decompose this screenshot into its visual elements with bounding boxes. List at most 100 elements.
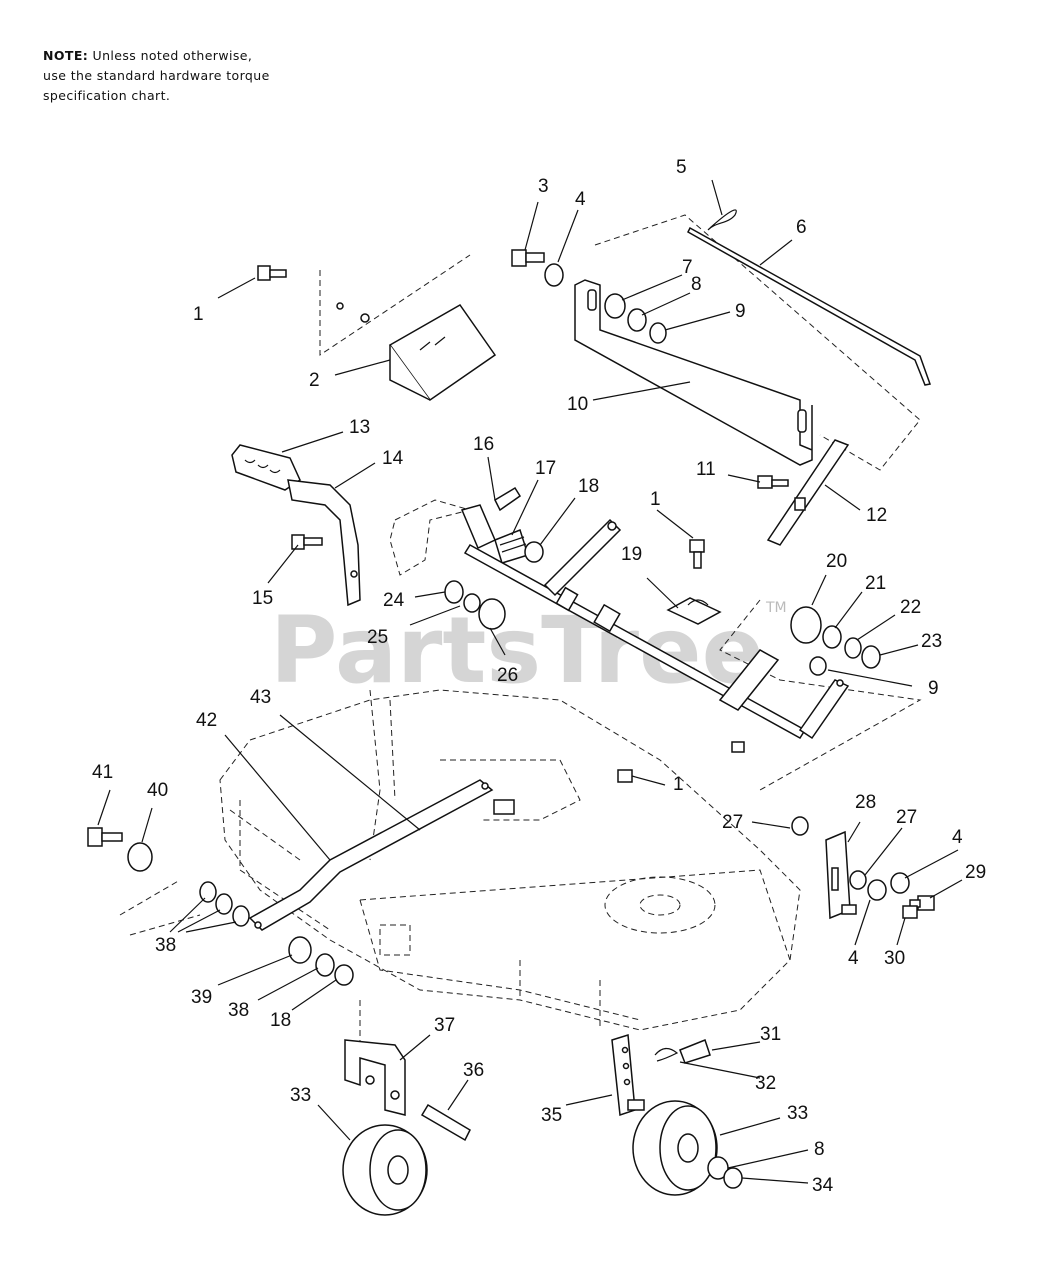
callout-4: 4 (575, 189, 586, 210)
callout-5: 5 (676, 157, 687, 178)
spacer-27-b (849, 870, 867, 890)
callout-1-low: 1 (673, 774, 684, 795)
callout-3: 3 (538, 176, 549, 197)
callout-25: 25 (367, 627, 388, 648)
callout-24: 24 (383, 590, 405, 611)
callout-13: 13 (349, 417, 370, 438)
callout-38-low: 38 (228, 1000, 249, 1021)
spacer-39 (288, 936, 312, 964)
washer-4-top (544, 263, 564, 287)
hairpin-32 (654, 1047, 679, 1062)
nut-9-low (809, 656, 827, 676)
leader-lines (97, 179, 963, 1184)
bolt-29 (909, 895, 935, 911)
gauge-wheel-left (342, 1124, 428, 1216)
washer-38-c (232, 905, 250, 927)
bolt-30 (902, 905, 918, 919)
callout-22: 22 (900, 597, 921, 618)
spacer-27-a (791, 816, 809, 836)
washer-38-a (199, 881, 217, 903)
callout-33-right: 33 (787, 1103, 808, 1124)
nut-18-top (524, 541, 544, 563)
u-bracket-10 (574, 279, 813, 466)
retainer-34 (723, 1167, 743, 1189)
callout-40: 40 (147, 780, 168, 801)
wheel-bracket-35 (611, 1034, 645, 1117)
gauge-wheel-right (632, 1100, 718, 1196)
callout-16: 16 (473, 434, 494, 455)
nut-18-low (334, 964, 354, 986)
nut-9-top (649, 322, 667, 344)
mower-deck (219, 689, 801, 1031)
callout-23: 23 (921, 631, 942, 652)
note-prefix: NOTE: (43, 48, 89, 63)
spacer-7 (604, 293, 626, 319)
callout-35: 35 (541, 1105, 562, 1126)
callout-18: 18 (578, 476, 599, 497)
bolt-42-end (493, 799, 515, 815)
callout-14: 14 (382, 448, 404, 469)
callout-17: 17 (535, 458, 556, 479)
callout-1-mid: 1 (650, 489, 661, 510)
washer-8-top (627, 308, 647, 332)
axle-bolt-36 (420, 1103, 471, 1142)
hairpin-5 (707, 209, 737, 231)
bolt-1-mid (689, 539, 705, 569)
mounting-bracket (336, 302, 497, 402)
lift-shaft (463, 518, 850, 740)
callout-labels: 1 2 3 4 5 6 7 8 9 10 11 12 13 14 15 16 1… (92, 157, 986, 1196)
callout-9: 9 (735, 301, 746, 322)
callout-9-low: 9 (928, 678, 939, 699)
watermark-tm: TM (765, 600, 787, 616)
bolt-11 (757, 475, 789, 489)
callout-1: 1 (193, 304, 204, 325)
callout-41: 41 (92, 762, 113, 783)
callout-20: 20 (826, 551, 847, 572)
callout-19: 19 (621, 544, 642, 565)
washer-38-b (215, 893, 233, 915)
washer-25 (463, 593, 481, 613)
bolt-15 (291, 534, 323, 550)
washer-24 (444, 580, 464, 604)
rod-6 (687, 226, 931, 386)
bolt-41-left (87, 827, 123, 847)
washer-4-a (867, 879, 887, 901)
callout-42: 42 (196, 710, 217, 731)
callout-12: 12 (866, 505, 887, 526)
callout-18-low: 18 (270, 1010, 291, 1031)
callout-21: 21 (865, 573, 886, 594)
wheel-bracket-37 (344, 1039, 406, 1116)
spacer-40 (127, 842, 153, 872)
callout-43: 43 (250, 687, 271, 708)
height-lever-14 (287, 479, 361, 607)
bushing-20 (790, 606, 822, 644)
handle-grip-13 (231, 444, 301, 491)
callout-2: 2 (309, 370, 320, 391)
callout-32: 32 (755, 1073, 776, 1094)
note-line-1: NOTE: Unless noted otherwise, (43, 46, 270, 66)
lockwasher-22 (844, 637, 862, 659)
callout-10: 10 (567, 394, 588, 415)
callout-30: 30 (884, 948, 905, 969)
link-12 (766, 439, 850, 546)
callout-6: 6 (796, 217, 807, 238)
bolt-1-top (257, 265, 287, 281)
callout-7: 7 (682, 257, 693, 278)
clevis-pin-31 (679, 1039, 711, 1064)
note-line-3: specification chart. (43, 88, 171, 103)
nut-23 (861, 645, 881, 669)
assembly-guides (119, 214, 922, 1060)
callout-33-left: 33 (290, 1085, 311, 1106)
pivot-plate-16 (460, 486, 522, 550)
spring-17 (494, 529, 529, 564)
callout-37: 37 (434, 1015, 455, 1036)
note-line-1-text: Unless noted otherwise, (88, 48, 253, 63)
callout-31: 31 (760, 1024, 781, 1045)
washer-38-d (315, 953, 335, 977)
callout-27-right: 27 (896, 807, 917, 828)
bolt-3 (511, 249, 545, 267)
plate-28 (825, 830, 857, 920)
washer-21 (822, 625, 842, 649)
callout-11: 11 (696, 459, 716, 480)
